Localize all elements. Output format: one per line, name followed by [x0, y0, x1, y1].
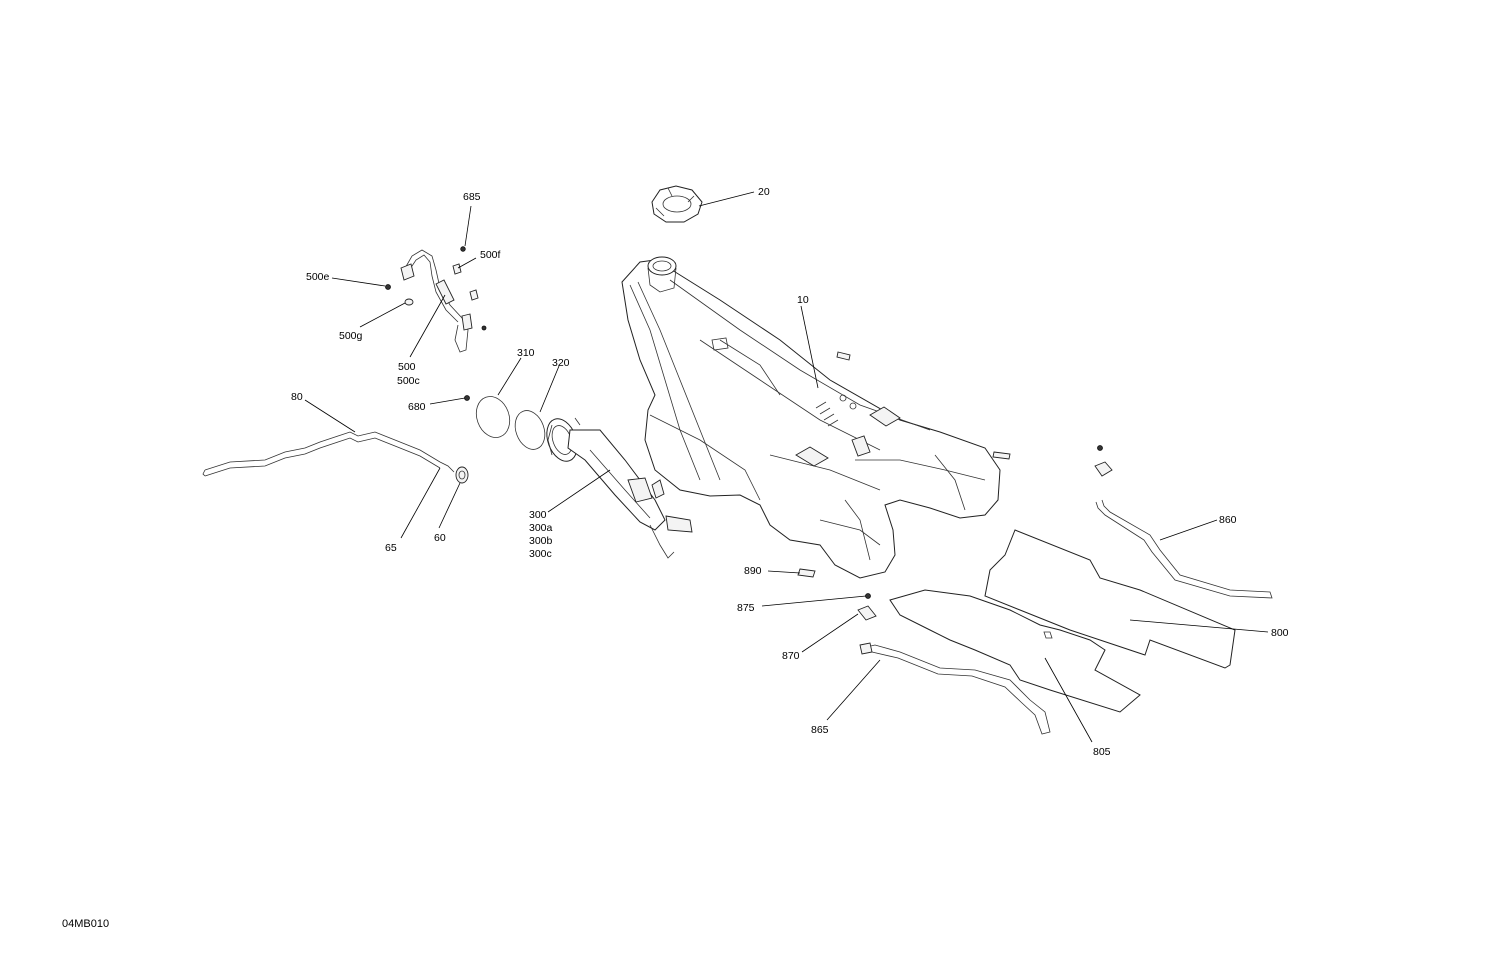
clip-870 — [857, 605, 877, 621]
bracket-865 — [859, 642, 1051, 735]
callout-875: 875 — [737, 602, 755, 614]
callout-20: 20 — [758, 186, 770, 198]
callout-865: 865 — [811, 724, 829, 736]
callout-500f: 500f — [480, 249, 501, 261]
callout-685: 685 — [463, 191, 481, 203]
vent-hose-assembly — [385, 246, 487, 353]
callout-805: 805 — [1093, 746, 1111, 758]
callout-500: 500 — [398, 361, 416, 373]
callout-300: 300 — [529, 509, 547, 521]
fuel-fitting — [439, 461, 469, 484]
protector-plate-800 — [984, 529, 1236, 669]
callout-860: 860 — [1219, 514, 1237, 526]
callout-800: 800 — [1271, 627, 1289, 639]
fuel-line — [202, 431, 441, 477]
callout-870: 870 — [782, 650, 800, 662]
callout-500c: 500c — [397, 375, 420, 387]
push-pin-875 — [865, 593, 871, 599]
callout-680: 680 — [408, 401, 426, 413]
fuel-tank — [621, 256, 1011, 579]
callout-80: 80 — [291, 391, 303, 403]
leader-lines — [304, 191, 1269, 743]
callout-300c: 300c — [529, 548, 552, 560]
callout-60: 60 — [434, 532, 446, 544]
callout-300a: 300a — [529, 522, 553, 534]
protector-plate-805 — [889, 589, 1141, 713]
callout-500e: 500e — [306, 271, 330, 283]
gasket — [514, 410, 546, 450]
lock-ring — [475, 396, 511, 438]
drawing-code: 04MB010 — [62, 918, 110, 930]
rubber-strip — [797, 568, 816, 578]
callout-300b: 300b — [529, 535, 553, 547]
callout-65: 65 — [385, 542, 397, 554]
callout-310: 310 — [517, 347, 535, 359]
callout-890: 890 — [744, 565, 762, 577]
screw-680 — [464, 395, 470, 401]
fuel-pump-assembly — [546, 417, 693, 559]
callout-500g: 500g — [339, 330, 363, 342]
bracket-860 — [1094, 445, 1273, 599]
fuel-cap — [651, 185, 703, 223]
callout-labels: 20 10 685 500f 500e 500g 500 500c 310 32… — [291, 186, 1289, 758]
callout-10: 10 — [797, 294, 809, 306]
callout-320: 320 — [552, 357, 570, 369]
